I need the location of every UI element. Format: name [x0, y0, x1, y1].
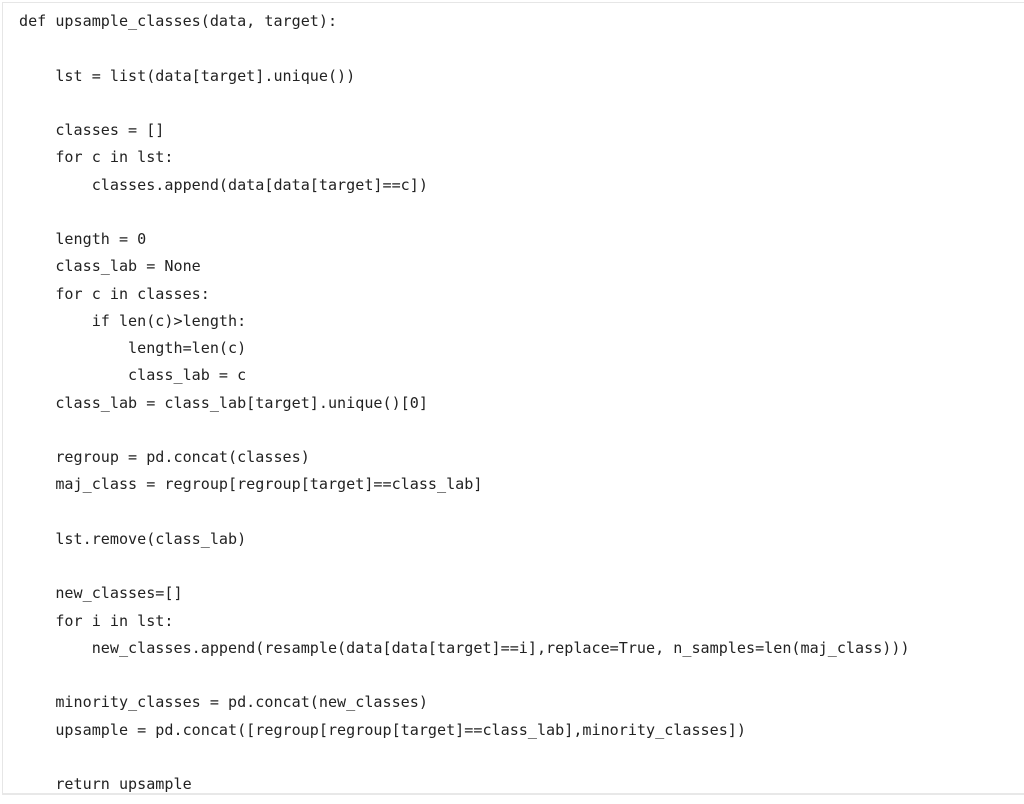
- code-line: for c in lst:: [19, 148, 174, 167]
- code-line: length=len(c): [19, 339, 247, 357]
- code-line: [19, 90, 910, 117]
- code-line: lst = list(data[target].unique()): [19, 66, 356, 85]
- code-line: [19, 417, 910, 444]
- code-line: lst.remove(class_lab): [19, 529, 247, 548]
- code-line: regroup = pd.concat(classes): [19, 448, 310, 466]
- code-line: def upsample_classes(data, target):: [19, 12, 338, 30]
- code-line: for i in lst:: [19, 611, 174, 630]
- code-line: upsample = pd.concat([regroup[regroup[ta…: [19, 720, 746, 739]
- code-line: length = 0: [19, 230, 147, 248]
- code-line: maj_class = regroup[regroup[target]==cla…: [19, 475, 483, 494]
- code-text: def upsample_classes(data, target): lst …: [19, 8, 910, 798]
- code-line: new_classes=[]: [19, 584, 183, 603]
- code-line: [19, 35, 910, 62]
- code-line: class_lab = None: [19, 257, 201, 276]
- code-line: for c in classes:: [19, 284, 210, 303]
- code-line: [19, 499, 910, 526]
- code-line: class_lab = c: [19, 366, 247, 385]
- code-line: class_lab = class_lab[target].unique()[0…: [19, 393, 428, 412]
- code-line: [19, 662, 910, 689]
- code-line: return upsample: [19, 775, 192, 793]
- code-line: [19, 744, 910, 771]
- code-line: [19, 553, 910, 580]
- code-line: new_classes.append(resample(data[data[ta…: [19, 638, 910, 657]
- code-line: minority_classes = pd.concat(new_classes…: [19, 693, 428, 712]
- code-line: [19, 199, 910, 226]
- code-line: classes.append(data[data[target]==c]): [19, 175, 428, 194]
- code-line: if len(c)>length:: [19, 311, 247, 330]
- code-line: classes = []: [19, 121, 165, 139]
